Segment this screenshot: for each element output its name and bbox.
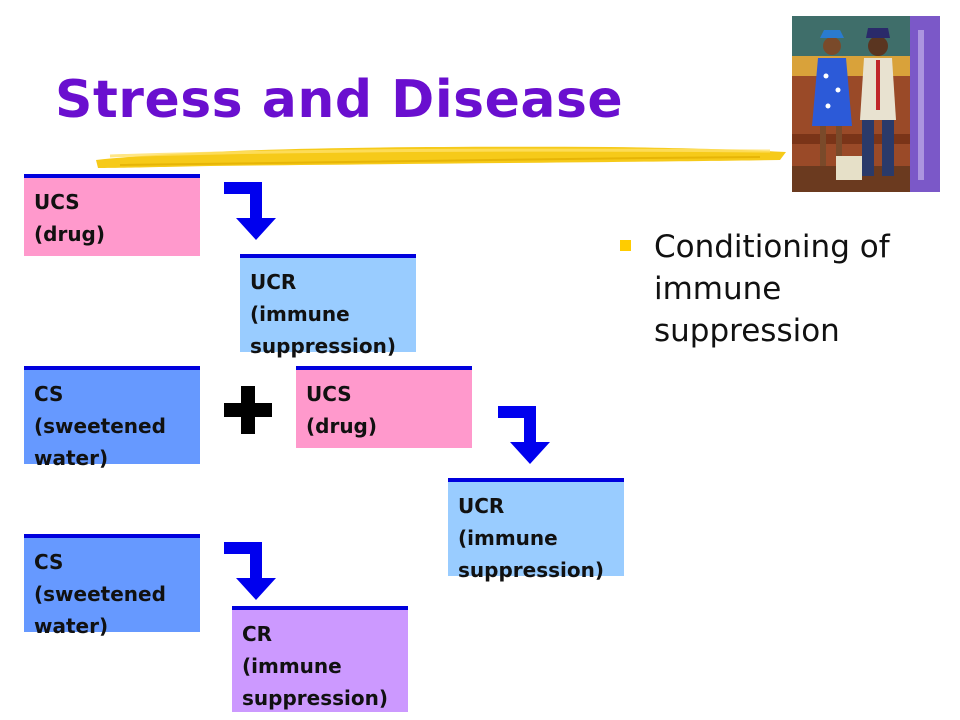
box-line: CS [34, 382, 64, 406]
cr-immune-suppression-box: CR (immune suppression) [232, 606, 408, 712]
down-right-arrow-icon [224, 182, 276, 240]
title-underline-swoosh [96, 146, 786, 168]
square-bullet-icon [620, 240, 631, 251]
ucr-immune-suppression-box-2: UCR (immune suppression) [448, 478, 624, 582]
box-line: (drug) [306, 414, 378, 438]
box-line: UCR [458, 494, 505, 518]
slide-title: Stress and Disease [55, 70, 624, 130]
box-line: water) [34, 614, 109, 638]
ucs-drug-box-1: UCS (drug) [24, 174, 200, 256]
box-line: (immune [242, 654, 342, 678]
ucs-drug-box-2: UCS (drug) [296, 366, 472, 448]
plus-icon [224, 386, 272, 434]
box-line: CS [34, 550, 64, 574]
box-line: suppression) [250, 334, 396, 358]
down-right-arrow-icon [224, 542, 276, 600]
box-line: UCS [306, 382, 352, 406]
box-line: UCS [34, 190, 80, 214]
bullet-text: Conditioning of immune suppression [654, 229, 890, 349]
box-line: (drug) [34, 222, 106, 246]
box-line: water) [34, 446, 109, 470]
bullet-item: Conditioning of immune suppression [620, 226, 920, 352]
bullet-list: Conditioning of immune suppression [620, 226, 920, 352]
book-cover-image [792, 16, 940, 192]
ucr-immune-suppression-box-1: UCR (immune suppression) [240, 254, 416, 358]
box-line: CR [242, 622, 273, 646]
box-line: (immune [250, 302, 350, 326]
box-line: (sweetened [34, 582, 166, 606]
box-line: suppression) [458, 558, 604, 582]
cs-sweetened-water-box-2: CS (sweetened water) [24, 534, 200, 638]
cs-sweetened-water-box-1: CS (sweetened water) [24, 366, 200, 470]
box-line: UCR [250, 270, 297, 294]
box-line: (immune [458, 526, 558, 550]
down-right-arrow-icon [498, 406, 550, 464]
box-line: suppression) [242, 686, 388, 710]
box-line: (sweetened [34, 414, 166, 438]
